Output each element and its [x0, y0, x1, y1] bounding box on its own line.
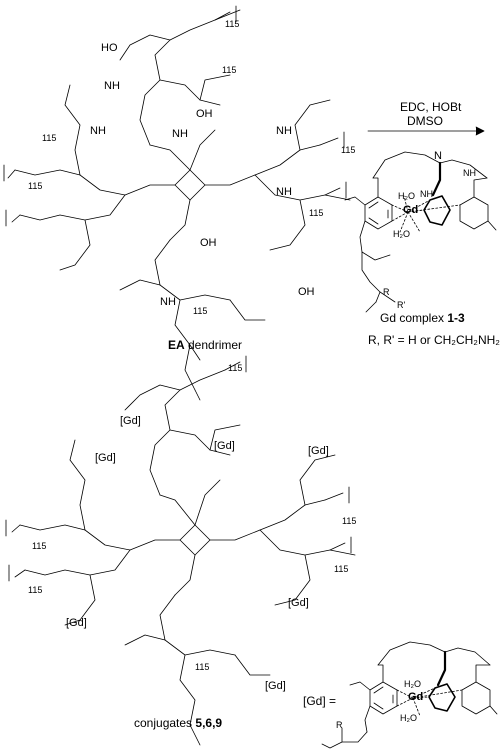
- amide-nh-label-3: NH: [90, 125, 106, 137]
- conjugates-caption-prefix: conjugates: [134, 716, 196, 730]
- conjugates-caption-num: 5,6,9: [195, 716, 223, 730]
- gd-metal-label: Gd: [403, 204, 419, 216]
- caption-rest: dendrimer: [184, 338, 243, 352]
- gd-legend-water-1: H₂O: [404, 679, 421, 689]
- gd-legend-r: R: [336, 720, 343, 730]
- peg-repeat-bottom-lower-right: 115: [334, 564, 349, 574]
- amide-nh-label-2: NH: [172, 128, 188, 140]
- gd-tag-3: [Gd]: [95, 452, 116, 464]
- r-label: R: [383, 287, 390, 297]
- amide-nh-label-6: NH: [276, 186, 292, 198]
- peg-repeat-bottom-left: 115: [32, 541, 47, 551]
- hydroxyl-label: HO: [101, 42, 118, 54]
- macrocycle-n-label: N: [434, 150, 442, 162]
- gd-tag-6: [Gd]: [288, 597, 309, 609]
- top-dendrimer-skeleton: [3, 5, 351, 401]
- gd-complex-top-structure: [344, 151, 497, 313]
- carboxyl-oh-label-right: OH: [298, 286, 315, 298]
- gd-caption-num: 1-3: [447, 311, 465, 325]
- substituent-definition: R, R' = H or CH₂CH₂NH₂: [368, 333, 500, 347]
- r-prime-label: R': [397, 300, 406, 310]
- gd-tag-5: [Gd]: [66, 617, 87, 629]
- caption-bold: EA: [168, 338, 185, 352]
- water-ligand-label-2: H₂O: [393, 229, 410, 239]
- gd-tag-1: [Gd]: [120, 415, 141, 427]
- carboxyl-oh-label-lower: OH: [200, 237, 217, 249]
- peg-repeat-label-left: 115: [42, 133, 57, 143]
- peg-repeat-label-top: 115: [225, 19, 240, 29]
- gd-legend-equals: [Gd] =: [303, 694, 337, 708]
- reaction-arrow: [367, 126, 485, 136]
- gd-caption-prefix: Gd complex: [380, 311, 448, 325]
- conjugates-caption: conjugates 5,6,9: [134, 717, 222, 730]
- amide-nh-label-4: NH: [276, 125, 292, 137]
- amide-nh-label-5: NH: [160, 296, 176, 308]
- reagents-line-2: DMSO: [407, 114, 443, 128]
- complex-nh-label: NH: [420, 189, 433, 199]
- top-dendrimer-caption: EA dendrimer: [168, 339, 242, 352]
- gd-tag-7: [Gd]: [265, 680, 286, 692]
- peg-repeat-label-lower-right: 115: [309, 208, 324, 218]
- gd-legend-metal: Gd: [408, 691, 424, 703]
- peg-repeat-bottom-right: 115: [342, 516, 357, 526]
- amide-nh-label: NH: [104, 80, 120, 92]
- peg-repeat-label-right: 115: [341, 145, 356, 155]
- gd-tag-2: [Gd]: [214, 440, 235, 452]
- gd-complex-caption: Gd complex 1-3: [380, 312, 465, 325]
- peg-repeat-label-upper-right: 115: [222, 65, 237, 75]
- water-ligand-label-1: H₂O: [398, 191, 415, 201]
- bottom-conjugate-skeleton: [5, 355, 356, 746]
- gd-tag-4: [Gd]: [308, 445, 329, 457]
- peg-repeat-label-bottom: 115: [193, 306, 208, 316]
- peg-repeat-bottom-bottom: 115: [195, 662, 210, 672]
- complex-nh-label-right: NH: [463, 168, 476, 178]
- peg-repeat-bottom-top: 115: [228, 363, 243, 373]
- peg-repeat-label-lower-left: 115: [28, 181, 43, 191]
- reagents-line-1: EDC, HOBt: [400, 100, 462, 114]
- gd-complex-bottom-structure: [321, 641, 498, 749]
- peg-repeat-bottom-lower-left: 115: [28, 585, 43, 595]
- carboxyl-oh-label: OH: [196, 108, 213, 120]
- gd-legend-water-2: H₂O: [400, 713, 417, 723]
